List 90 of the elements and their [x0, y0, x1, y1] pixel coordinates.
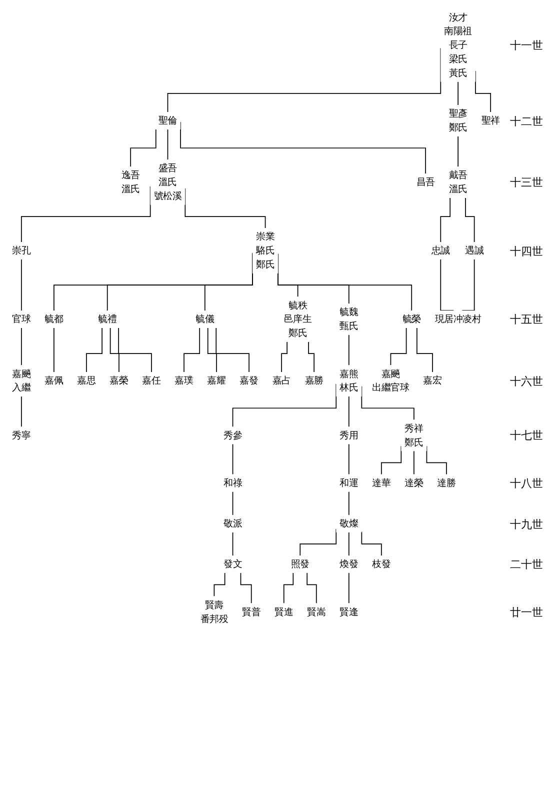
connector: [207, 328, 217, 373]
generation-label: 十一世: [510, 39, 543, 52]
node-text: 秀用: [340, 430, 358, 441]
node-text: 嘉思: [77, 375, 96, 386]
node-text: 毓都: [44, 313, 64, 325]
node-text: 秀寧: [12, 430, 31, 441]
node-text: 嘉耀: [207, 375, 226, 386]
node-text: 聖彥 鄭氏: [448, 108, 468, 133]
node-text: 照發: [290, 558, 310, 570]
node-text: 發文: [223, 558, 242, 570]
connector: [20, 396, 22, 428]
connector: [348, 444, 350, 475]
connector: [440, 259, 454, 311]
connector: [232, 444, 234, 475]
node-text: 嘉宏: [423, 375, 442, 386]
generation-label: 廿一世: [510, 606, 543, 619]
node-text: 毓榮: [402, 313, 421, 325]
generation-label: 十三世: [510, 176, 543, 190]
node-text: 嘉佩: [44, 375, 64, 386]
node-text: 嘉發: [240, 375, 258, 386]
node-text: 賢進: [274, 606, 294, 618]
node-text: 遇誠: [465, 244, 484, 256]
node-text: 敬燦: [340, 518, 358, 529]
connector: [130, 128, 156, 168]
node-text: 官球: [12, 313, 31, 325]
connector: [348, 334, 350, 366]
connector: [86, 328, 102, 373]
connector: [361, 531, 382, 556]
node-text: 逸吾 溫氏: [121, 169, 140, 194]
connector: [216, 328, 250, 373]
generation-label: 十四世: [510, 244, 543, 258]
connector: [308, 342, 314, 373]
connector: [283, 572, 294, 604]
connector: [281, 342, 288, 373]
node-text: 忠誠: [431, 244, 450, 256]
node-text: 嘉璞: [174, 375, 194, 386]
node-text: 嘉飈 出繼官球: [372, 368, 410, 394]
node-text: 昌吾: [416, 176, 435, 188]
node-text: 賢逢: [340, 606, 358, 618]
connector: [462, 259, 475, 311]
node-text: 毓禮: [98, 313, 117, 325]
connector: [440, 198, 451, 242]
node-text: 賢壽 番邦殁: [200, 599, 228, 624]
node-text: 敬派: [223, 518, 242, 529]
node-text: 嘉占: [272, 375, 291, 386]
generation-label: 十七世: [510, 429, 543, 442]
connector: [167, 128, 168, 160]
node-text: 達榮: [404, 477, 424, 488]
node-text: 和祿: [223, 477, 242, 488]
node-text: 嘉榮: [110, 375, 128, 386]
node-text: 聖祥: [481, 114, 500, 126]
connector: [184, 328, 200, 373]
node-text: 崇孔: [12, 244, 31, 256]
connector: [348, 532, 350, 556]
connector: [390, 328, 407, 366]
connector: [240, 572, 252, 604]
node-text: 嘉飈 入繼: [12, 368, 31, 394]
connector: [306, 572, 317, 604]
generation-label: 十八世: [510, 477, 543, 490]
node-text: 煥發: [340, 558, 358, 570]
connector: [465, 198, 475, 242]
connector: [348, 396, 350, 428]
connector: [110, 328, 120, 373]
generation-label: 十六世: [510, 374, 543, 388]
generation-label: 十二世: [510, 114, 543, 128]
node-text: 枝發: [372, 558, 391, 570]
node-text: 嘉任: [142, 375, 161, 386]
node-text: 賢普: [242, 606, 261, 618]
connector: [416, 328, 433, 373]
connector: [214, 572, 226, 597]
connector: [348, 491, 350, 516]
connector: [118, 328, 152, 373]
node-text: 達勝: [437, 477, 456, 488]
connector: [20, 328, 22, 366]
generation-label: 十九世: [510, 518, 543, 531]
generation-label: 十五世: [510, 313, 543, 326]
generation-label: 二十世: [510, 558, 543, 572]
node-text: 秀參: [223, 430, 242, 441]
node-text: 戴吾 溫氏: [448, 169, 468, 194]
connector: [20, 259, 22, 311]
connector: [348, 572, 350, 604]
connector: [232, 532, 234, 556]
node-text: 毓儀: [196, 313, 214, 325]
node-text: 賢嵩: [307, 606, 326, 618]
node-text: 達華: [372, 477, 391, 488]
connector: [232, 491, 234, 516]
node-text: 毓魏 甄氏: [340, 306, 358, 332]
node-text: 毓秩 邑庠生 鄭氏: [284, 300, 312, 338]
node-text: 和運: [340, 477, 358, 488]
node-text: 嘉勝: [304, 375, 324, 386]
